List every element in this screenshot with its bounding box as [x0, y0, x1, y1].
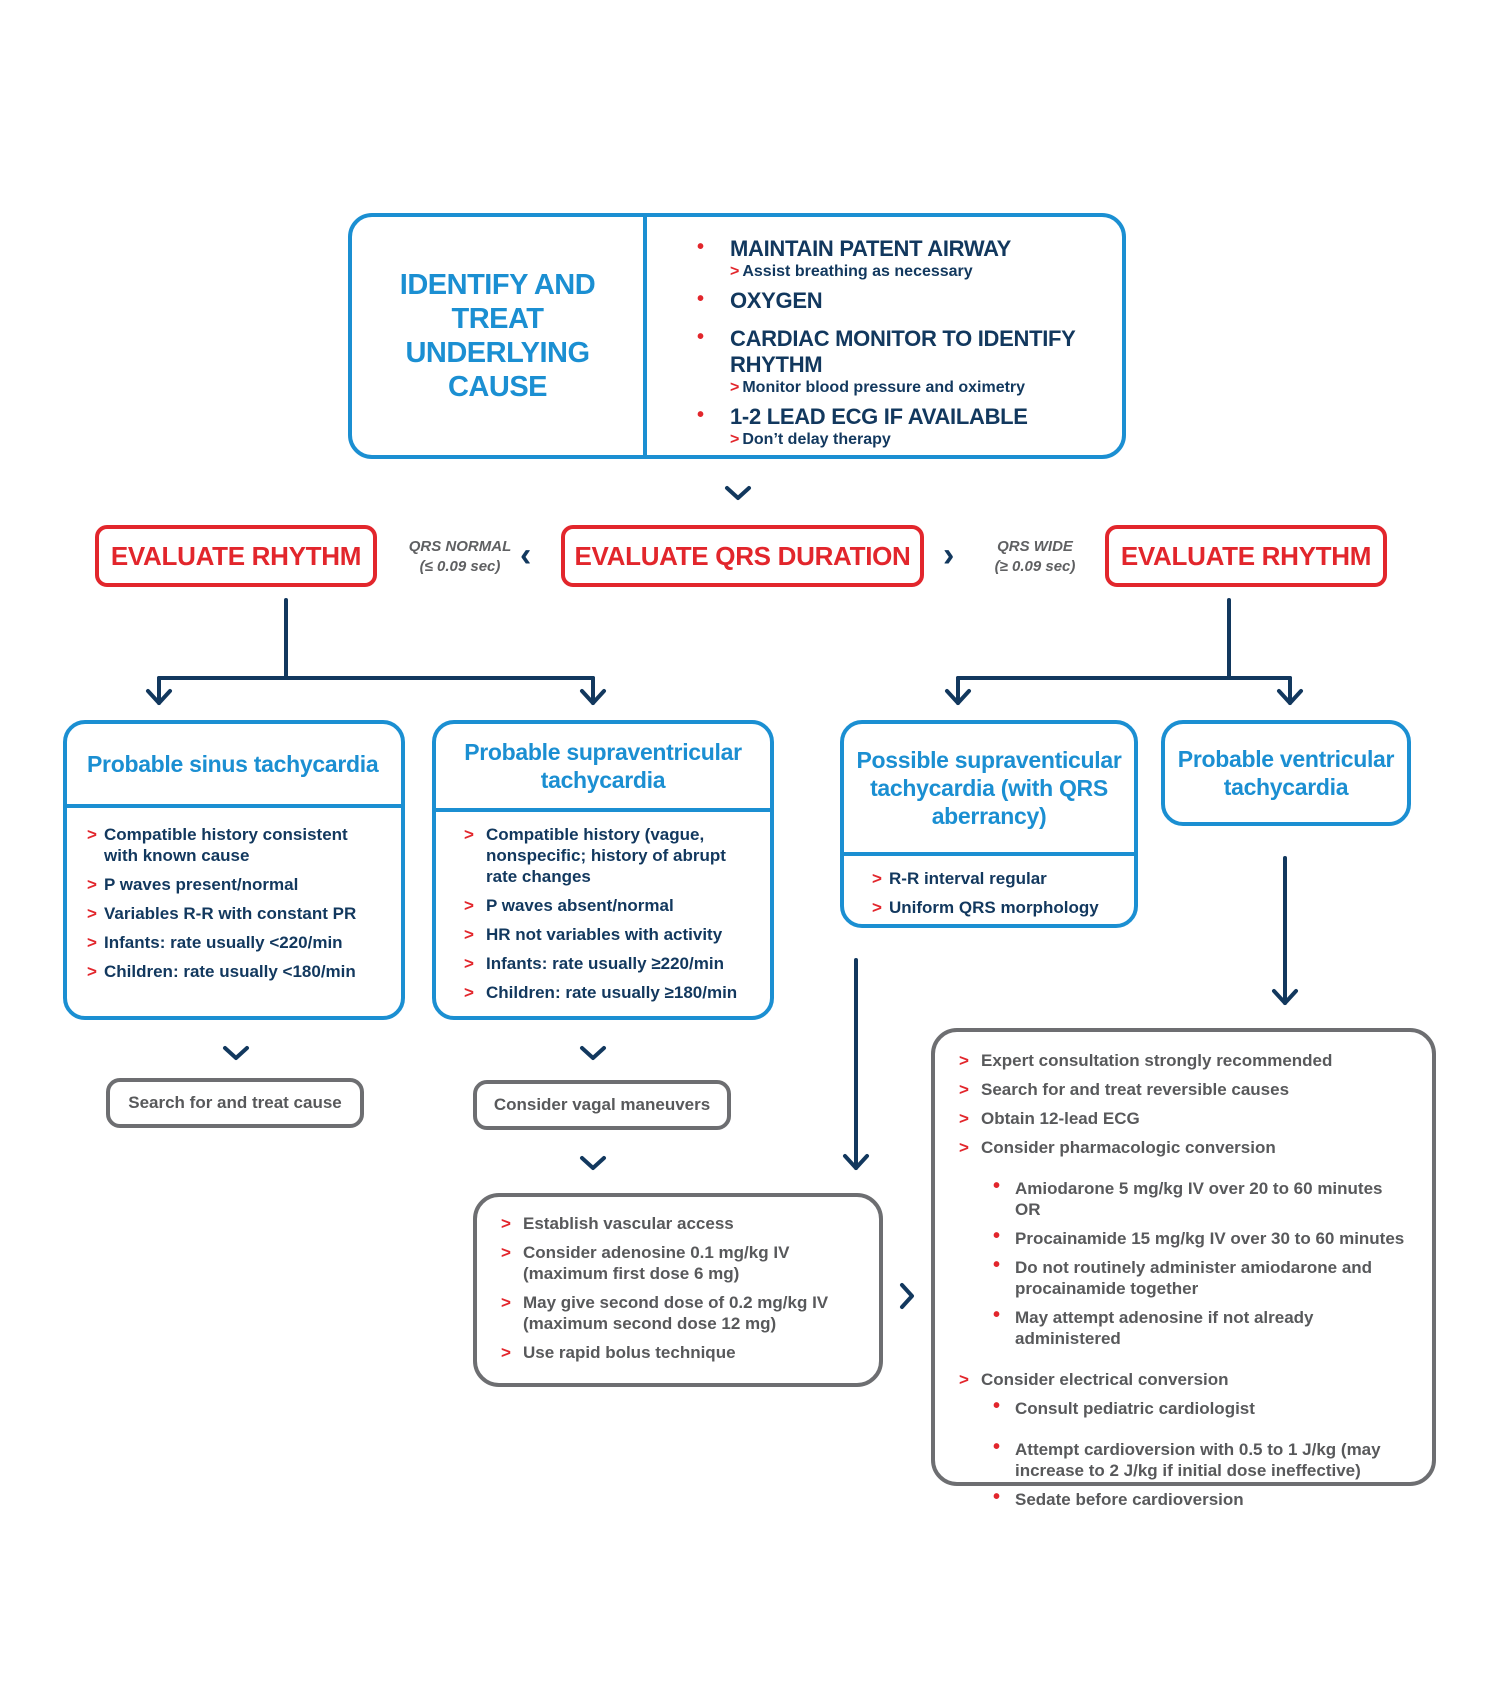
svt-box: Probable supraventricular tachycardia >C…: [432, 720, 774, 1020]
svt-aberrancy-box: Possible supraventicular tachycardia (wi…: [840, 720, 1138, 928]
wide-qrs-management-box: >Expert consultation strongly recommende…: [931, 1028, 1436, 1509]
chevron-down-icon: [580, 1156, 606, 1170]
list-item: •Sedate before cardioversion: [993, 1486, 1244, 1510]
list-item: >HR not variables with activity: [464, 925, 723, 944]
bullet-icon: •: [697, 236, 705, 258]
adenosine-steps-box: >Establish vascular access >Consider ade…: [473, 1193, 883, 1387]
qrs-wide-note: QRS WIDE(≥ 0.09 sec): [994, 538, 1076, 575]
sinus-tachycardia-box: Probable sinus tachycardia >Compatible h…: [63, 720, 405, 1020]
arrowhead-down-icon: [146, 689, 172, 705]
list-item-sub: >Assist breathing as necessary: [730, 263, 973, 280]
arrowhead-down-icon: [843, 1154, 869, 1170]
initial-management-title: IDENTIFY AND TREAT UNDERLYING CAUSE: [399, 269, 596, 403]
ventricular-tachycardia-box: Probable ventricular tachycardia: [1161, 720, 1411, 826]
list-item: >Infants: rate usually ≥220/min: [464, 954, 724, 973]
chevron-left-icon: ‹: [520, 536, 532, 574]
list-item: • CARDIAC MONITOR TO IDENTIFY RHYTHM >Mo…: [690, 326, 1110, 398]
list-item: >Obtain 12-lead ECG: [959, 1109, 1140, 1128]
list-item: >Establish vascular access: [501, 1214, 734, 1233]
list-item: >May give second dose of 0.2 mg/kg IV (m…: [501, 1293, 829, 1333]
chevron-right-icon: >: [730, 263, 740, 280]
arrowhead-down-icon: [1277, 689, 1303, 705]
list-item-sub: >Monitor blood pressure and oximetry: [730, 379, 1026, 396]
list-item: >R-R interval regular: [872, 869, 1047, 888]
qrs-normal-note: QRS NORMAL(≤ 0.09 sec): [408, 538, 512, 575]
list-item-head: 1-2 LEAD ECG IF AVAILABLE: [730, 404, 1028, 429]
list-item: •Amiodarone 5 mg/kg IV over 20 to 60 min…: [993, 1175, 1383, 1220]
list-item: •Consult pediatric cardiologist: [993, 1395, 1255, 1419]
chevron-right-icon: ›: [943, 536, 955, 574]
list-item: >P waves absent/normal: [464, 896, 674, 915]
chevron-right-icon: [900, 1283, 914, 1309]
list-item: >Children: rate usually ≥180/min: [464, 983, 738, 1002]
sinus-tachycardia-criteria: >Compatible history consistent with know…: [67, 804, 401, 998]
list-item: >Children: rate usually <180/min: [87, 962, 356, 981]
list-item: >Variables R-R with constant PR: [87, 904, 357, 923]
chevron-down-icon: [223, 1046, 249, 1060]
svt-aberrancy-title: Possible supraventicular tachycardia (wi…: [856, 747, 1122, 829]
list-item: • OXYGEN: [690, 288, 1110, 314]
list-item: >Consider adenosine 0.1 mg/kg IV (maximu…: [501, 1243, 790, 1283]
evaluate-qrs-duration: EVALUATE QRS DURATION: [561, 525, 924, 587]
list-item: >P waves present/normal: [87, 875, 299, 894]
list-item: •Do not routinely administer amiodarone …: [993, 1254, 1373, 1299]
svt-criteria: >Compatible history (vague, nonspecific;…: [436, 808, 770, 1016]
arrowhead-down-icon: [945, 689, 971, 705]
list-item: •May attempt adenosine if not already ad…: [993, 1304, 1314, 1349]
bullet-icon: •: [697, 288, 705, 310]
list-item: >Infants: rate usually <220/min: [87, 933, 343, 952]
list-item: >Compatible history consistent with know…: [87, 825, 348, 865]
chevron-right-icon: >: [730, 431, 740, 448]
evaluate-rhythm-left: EVALUATE RHYTHM: [95, 525, 377, 587]
list-item: •Procainamide 15 mg/kg IV over 30 to 60 …: [993, 1225, 1405, 1249]
list-item: >Consider pharmacologic conversion: [959, 1138, 1276, 1157]
list-item: >Use rapid bolus technique: [501, 1343, 736, 1362]
list-item: •Attempt cardioversion with 0.5 to 1 J/k…: [993, 1436, 1381, 1481]
ventricular-tachycardia-title: Probable ventricular tachycardia: [1177, 746, 1395, 800]
list-item-head: OXYGEN: [730, 288, 823, 313]
evaluate-rhythm-right: EVALUATE RHYTHM: [1105, 525, 1387, 587]
initial-management-title-cell: IDENTIFY AND TREAT UNDERLYING CAUSE: [352, 217, 647, 455]
chevron-right-icon: >: [730, 379, 740, 396]
list-item-sub: >Don’t delay therapy: [730, 431, 891, 448]
list-item-head: MAINTAIN PATENT AIRWAY: [730, 236, 1012, 261]
list-item: • 1-2 LEAD ECG IF AVAILABLE >Don’t delay…: [690, 404, 1110, 450]
chevron-down-icon: [580, 1046, 606, 1060]
initial-management-list: • MAINTAIN PATENT AIRWAY >Assist breathi…: [690, 236, 1110, 456]
list-item-head: CARDIAC MONITOR TO IDENTIFY RHYTHM: [730, 326, 1076, 377]
initial-management-box: [348, 213, 1126, 459]
svt-title: Probable supraventricular tachycardia: [464, 739, 742, 793]
search-treat-cause-box: Search for and treat cause: [106, 1078, 364, 1128]
list-item: >Compatible history (vague, nonspecific;…: [464, 825, 726, 886]
svt-aberrancy-criteria: >R-R interval regular >Uniform QRS morph…: [844, 852, 1134, 924]
list-item: • MAINTAIN PATENT AIRWAY >Assist breathi…: [690, 236, 1110, 282]
bullet-icon: •: [697, 404, 705, 426]
bullet-icon: •: [697, 326, 705, 348]
chevron-down-icon: [725, 486, 751, 500]
list-item: >Expert consultation strongly recommende…: [959, 1051, 1333, 1070]
sinus-tachycardia-title: Probable sinus tachycardia: [87, 751, 379, 777]
vagal-maneuvers-box: Consider vagal maneuvers: [473, 1080, 731, 1130]
list-item: >Uniform QRS morphology: [872, 898, 1099, 917]
list-item: >Consider electrical conversion: [959, 1370, 1229, 1389]
arrowhead-down-icon: [580, 689, 606, 705]
list-item: >Search for and treat reversible causes: [959, 1080, 1290, 1099]
arrowhead-down-icon: [1272, 989, 1298, 1005]
